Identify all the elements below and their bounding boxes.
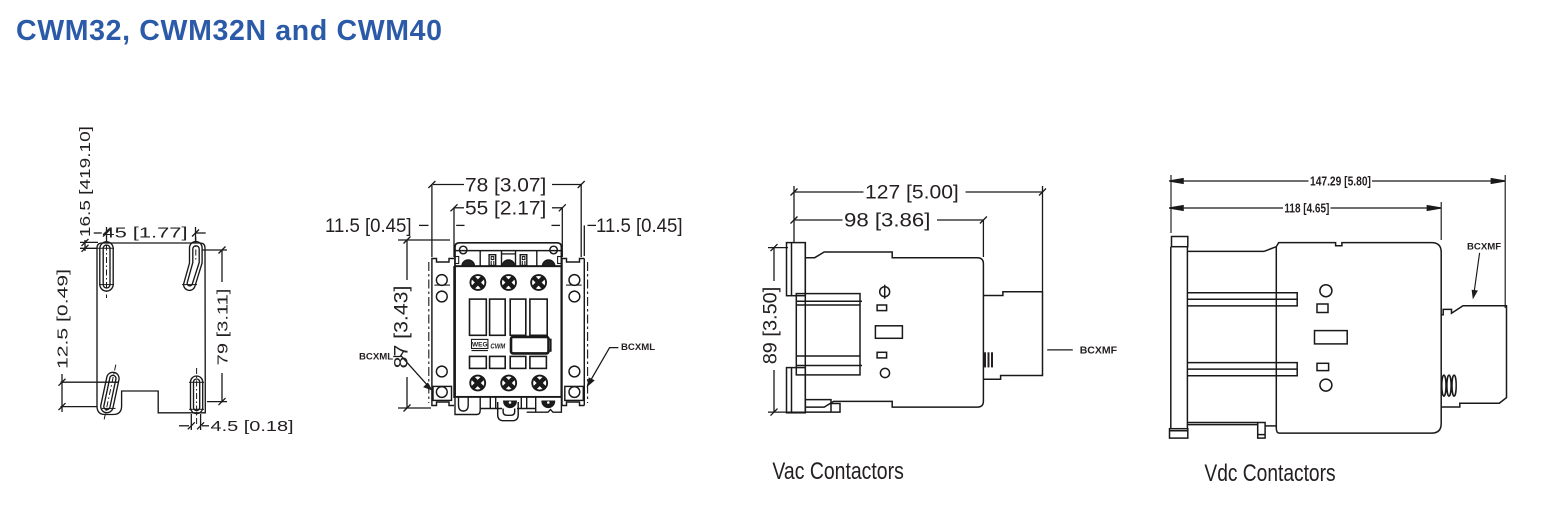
svg-text:55 [2.17]: 55 [2.17] xyxy=(465,198,546,219)
svg-text:Vdc Contactors: Vdc Contactors xyxy=(1204,459,1335,487)
svg-text:87 [3.43]: 87 [3.43] xyxy=(392,286,413,369)
svg-text:127 [5.00]: 127 [5.00] xyxy=(865,182,959,203)
svg-text:BCXML: BCXML xyxy=(621,342,655,353)
svg-text:11.5 [0.45]: 11.5 [0.45] xyxy=(596,215,683,236)
svg-text:118 [4.65]: 118 [4.65] xyxy=(1284,203,1329,216)
svg-text:CWM32, CWM32N and CWM40: CWM32, CWM32N and CWM40 xyxy=(16,15,443,47)
svg-text:4.5 [0.18]: 4.5 [0.18] xyxy=(211,417,294,434)
svg-text:147.29 [5.80]: 147.29 [5.80] xyxy=(1310,176,1371,189)
svg-text:78 [3.07]: 78 [3.07] xyxy=(465,175,546,196)
svg-text:BCXMF: BCXMF xyxy=(1467,242,1501,253)
svg-text:11.5 [0.45]: 11.5 [0.45] xyxy=(325,215,412,236)
svg-text:Vac Contactors: Vac Contactors xyxy=(772,457,903,484)
svg-text:BCXMF: BCXMF xyxy=(1080,345,1118,357)
svg-text:BCXML: BCXML xyxy=(359,352,393,363)
svg-text:89 [3.50]: 89 [3.50] xyxy=(760,287,781,365)
svg-text:12.5 [0.49]: 12.5 [0.49] xyxy=(53,269,70,369)
svg-text:98 [3.86]: 98 [3.86] xyxy=(844,210,930,231)
svg-text:79 [3.11]: 79 [3.11] xyxy=(214,289,231,366)
svg-text:16.5 [419.10]: 16.5 [419.10] xyxy=(76,126,93,237)
svg-text:45 [1.77]: 45 [1.77] xyxy=(102,224,187,241)
svg-text:WEG: WEG xyxy=(472,342,488,349)
svg-text:CWM: CWM xyxy=(490,343,505,351)
